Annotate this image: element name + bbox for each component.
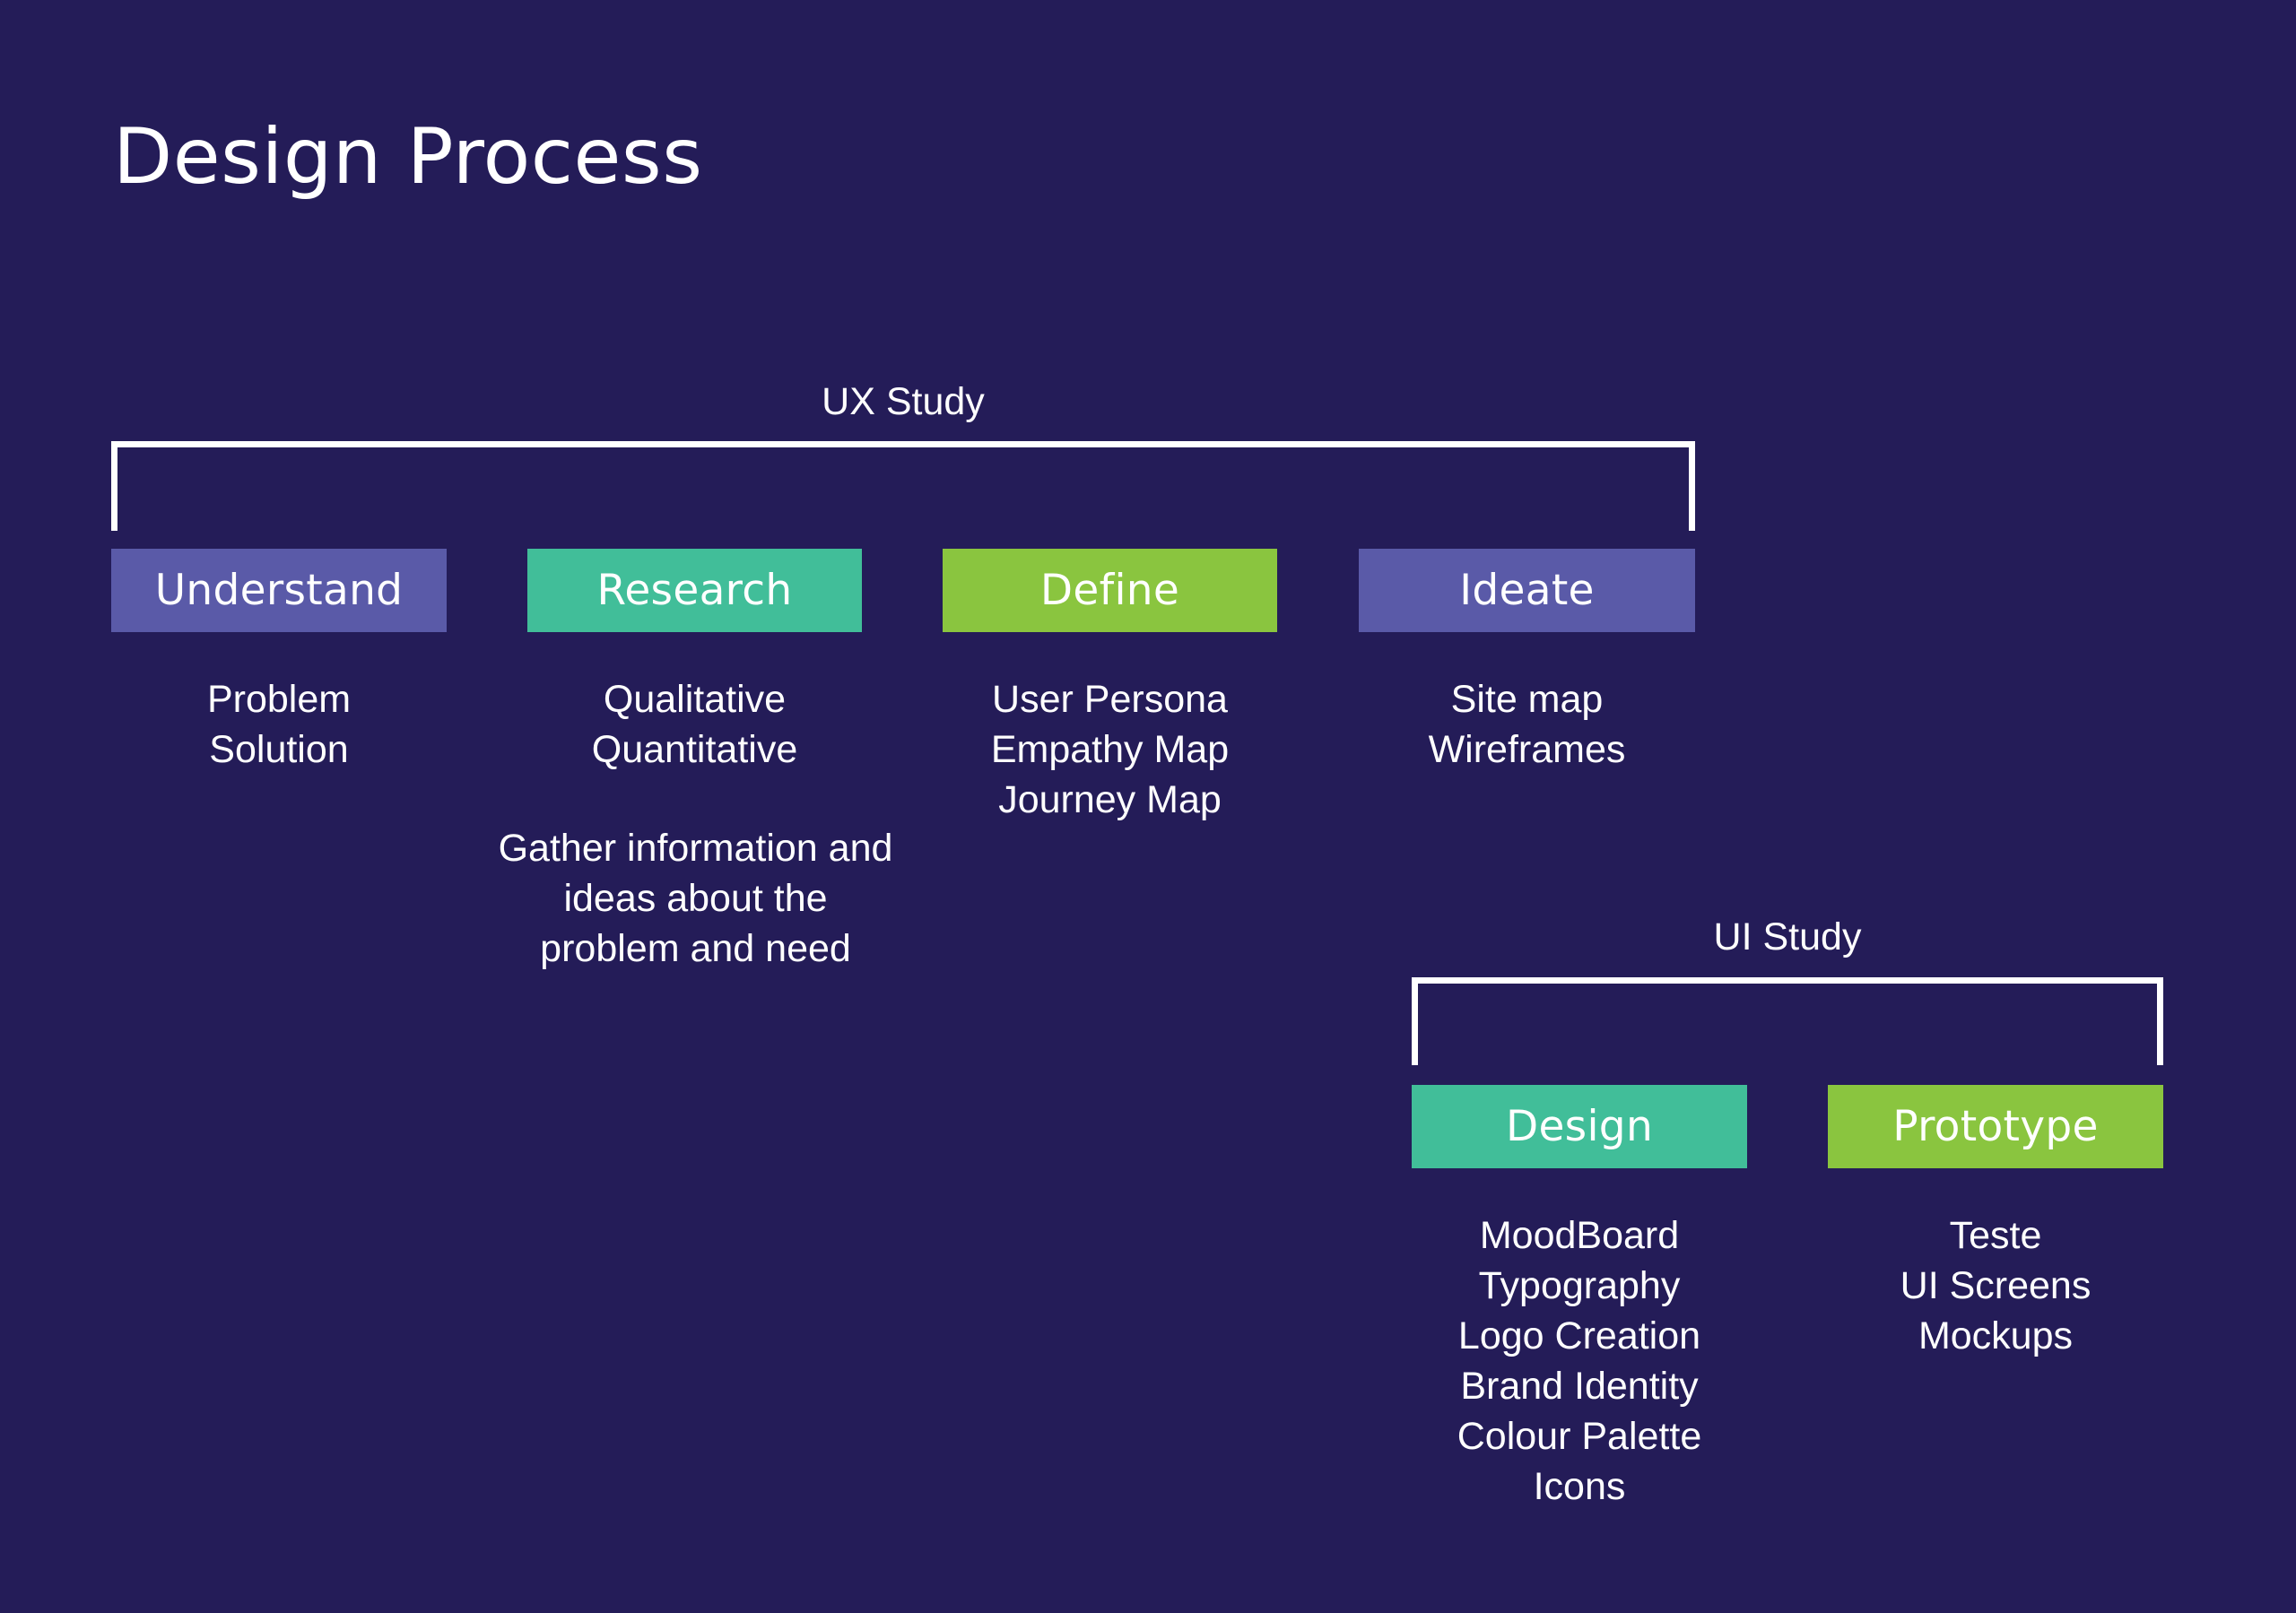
list-item: Typography xyxy=(1478,1264,1681,1307)
detail-list-design: MoodBoard Typography Logo Creation Brand… xyxy=(1412,1210,1747,1512)
list-item: Teste xyxy=(1949,1214,2042,1257)
list-item: Qualitative xyxy=(603,678,787,721)
stage-box-prototype-label: Prototype xyxy=(1892,1102,2099,1151)
stage-box-design-label: Design xyxy=(1505,1102,1654,1151)
list-item: Mockups xyxy=(1918,1314,2074,1357)
detail-list-ideate: Site map Wireframes xyxy=(1359,674,1695,775)
list-item: Site map xyxy=(1450,678,1604,721)
list-item: Brand Identity xyxy=(1460,1365,1699,1408)
stage-box-define[interactable]: Define xyxy=(943,549,1277,632)
ux-study-bracket xyxy=(111,441,1695,531)
stage-box-prototype[interactable]: Prototype xyxy=(1828,1085,2163,1168)
list-item: Quantitative xyxy=(591,728,798,771)
ux-study-group-label: UX Study xyxy=(822,380,985,423)
detail-list-research: Qualitative Quantitative xyxy=(527,674,862,775)
stage-box-ideate-label: Ideate xyxy=(1459,566,1595,615)
stage-box-define-label: Define xyxy=(1039,566,1180,615)
list-item: MoodBoard xyxy=(1479,1214,1680,1257)
ui-study-bracket xyxy=(1412,977,2163,1065)
detail-list-define: User Persona Empathy Map Journey Map xyxy=(943,674,1277,825)
stage-box-understand-label: Understand xyxy=(154,566,404,615)
stage-box-research[interactable]: Research xyxy=(527,549,862,632)
list-item: Solution xyxy=(209,728,349,771)
stage-box-design[interactable]: Design xyxy=(1412,1085,1747,1168)
detail-list-understand: Problem Solution xyxy=(111,674,447,775)
stage-box-research-label: Research xyxy=(596,566,793,615)
page-title: Design Process xyxy=(113,112,703,202)
list-item: Wireframes xyxy=(1428,728,1626,771)
stage-box-ideate[interactable]: Ideate xyxy=(1359,549,1695,632)
list-item: UI Screens xyxy=(1900,1264,2092,1307)
list-item: Journey Map xyxy=(998,778,1222,821)
list-item: Logo Creation xyxy=(1457,1314,1701,1357)
research-note: Gather information and ideas about the p… xyxy=(498,827,893,970)
list-item: User Persona xyxy=(992,678,1228,721)
ui-study-group-label: UI Study xyxy=(1713,915,1862,958)
stage-box-understand[interactable]: Understand xyxy=(111,549,447,632)
list-item: Colour Palette xyxy=(1457,1415,1702,1458)
list-item: Empathy Map xyxy=(990,728,1230,771)
list-item: Problem xyxy=(206,678,352,721)
list-item: Icons xyxy=(1533,1465,1626,1508)
detail-list-prototype: Teste UI Screens Mockups xyxy=(1828,1210,2163,1361)
